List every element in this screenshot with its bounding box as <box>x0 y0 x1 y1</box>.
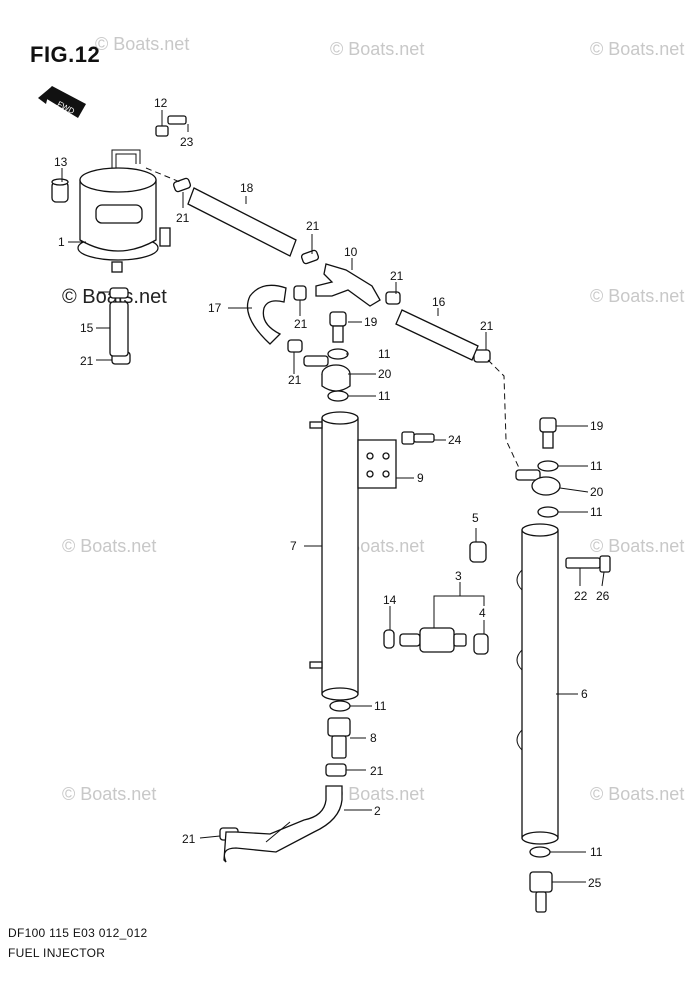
callout-number: 25 <box>588 876 602 890</box>
callout-number: 21 <box>390 269 404 283</box>
fuel-hose-part <box>187 187 297 257</box>
callout-number: 21 <box>480 319 494 333</box>
gasket-part <box>329 700 351 712</box>
callout-number: 11 <box>590 459 603 473</box>
fuel-hose-part <box>223 785 343 863</box>
grommet-part <box>51 178 69 203</box>
fuel-delivery-pipe-part <box>516 523 559 845</box>
banjo-fitting-part <box>515 469 561 496</box>
callout-number: 11 <box>378 389 391 403</box>
callout-number: 11 <box>374 699 387 713</box>
watermark: © Boats.net <box>590 536 684 556</box>
callout-number: 21 <box>306 219 320 233</box>
callout-number: 21 <box>288 373 302 387</box>
fuel-injector-part <box>399 627 467 653</box>
injector-cushion-part <box>473 633 489 655</box>
hose-clamp-part <box>111 177 491 841</box>
callout-number: 11 <box>590 845 603 859</box>
watermark: © Boats.net <box>62 784 156 804</box>
three-way-joint-part <box>315 263 381 307</box>
callout-number: 5 <box>472 511 479 525</box>
callout-number: 11 <box>590 505 603 519</box>
callout-number: 1 <box>58 235 65 249</box>
callout-number: 3 <box>455 569 462 583</box>
bolt-part <box>155 115 187 137</box>
callout-number: 14 <box>383 593 397 607</box>
callout-number: 21 <box>370 764 384 778</box>
fwd-arrow-icon: FWD <box>38 86 86 118</box>
union-bolt-part <box>539 417 557 449</box>
o-ring-part <box>383 629 395 649</box>
bolt-part <box>401 431 435 445</box>
callout-number: 12 <box>154 96 168 110</box>
bolt-part <box>529 871 553 913</box>
callout-number: 7 <box>290 539 297 553</box>
watermark: © Boats.net <box>95 34 189 54</box>
gasket-part <box>537 506 559 518</box>
gasket-part <box>537 460 559 472</box>
callout-number: 21 <box>176 211 190 225</box>
callout-number: 21 <box>182 832 196 846</box>
callout-number: 10 <box>344 245 358 259</box>
callout-number: 2 <box>374 804 381 818</box>
callout-number: 20 <box>378 367 392 381</box>
callout-number: 26 <box>596 589 610 603</box>
callout-number: 13 <box>54 155 68 169</box>
fuel-hose-part <box>109 301 129 357</box>
union-bolt-part <box>329 311 347 343</box>
gasket-part <box>327 348 349 360</box>
watermark: © Boats.net <box>590 286 684 306</box>
callout-number: 4 <box>479 606 486 620</box>
watermark: © Boats.net <box>330 39 424 59</box>
callout-number: 22 <box>574 589 588 603</box>
watermark: © Boats.net <box>62 536 156 556</box>
callout-number: 15 <box>80 321 94 335</box>
callout-number: 16 <box>432 295 446 309</box>
vapor-separator-part <box>77 149 171 273</box>
injector-cap-part <box>469 541 487 563</box>
watermark: © Boats.net <box>590 784 684 804</box>
fuel-hose-part <box>395 309 479 361</box>
callout-number: 18 <box>240 181 254 195</box>
fuel-delivery-pipe-part <box>309 411 359 701</box>
stud-bolt-part <box>565 557 601 569</box>
banjo-fitting-part <box>303 355 351 392</box>
callout-number: 23 <box>180 135 194 149</box>
section-name-label: FUEL INJECTOR <box>8 946 106 960</box>
callout-number: 8 <box>370 731 377 745</box>
callout-number: 17 <box>208 301 222 315</box>
callout-number: 21 <box>80 354 94 368</box>
callout-number: 20 <box>590 485 604 499</box>
callout-number: 21 <box>294 317 308 331</box>
bracket-part <box>357 439 397 489</box>
nut-part <box>599 555 611 573</box>
callout-number: 9 <box>417 471 424 485</box>
callout-number: 19 <box>590 419 604 433</box>
figure-title: FIG.12 <box>30 42 101 67</box>
callout-number: 11 <box>378 347 391 361</box>
callout-number: 24 <box>448 433 462 447</box>
watermark: © Boats.net <box>330 784 424 804</box>
gasket-part <box>327 390 349 402</box>
callout-number: 19 <box>364 315 378 329</box>
gasket-part <box>529 846 551 858</box>
fuel-hose-part <box>246 284 287 345</box>
model-code-label: DF100 115 E03 012_012 <box>8 926 148 940</box>
hose-fitting-part <box>327 717 351 759</box>
watermark: © Boats.net <box>590 39 684 59</box>
callout-number: 6 <box>581 687 588 701</box>
